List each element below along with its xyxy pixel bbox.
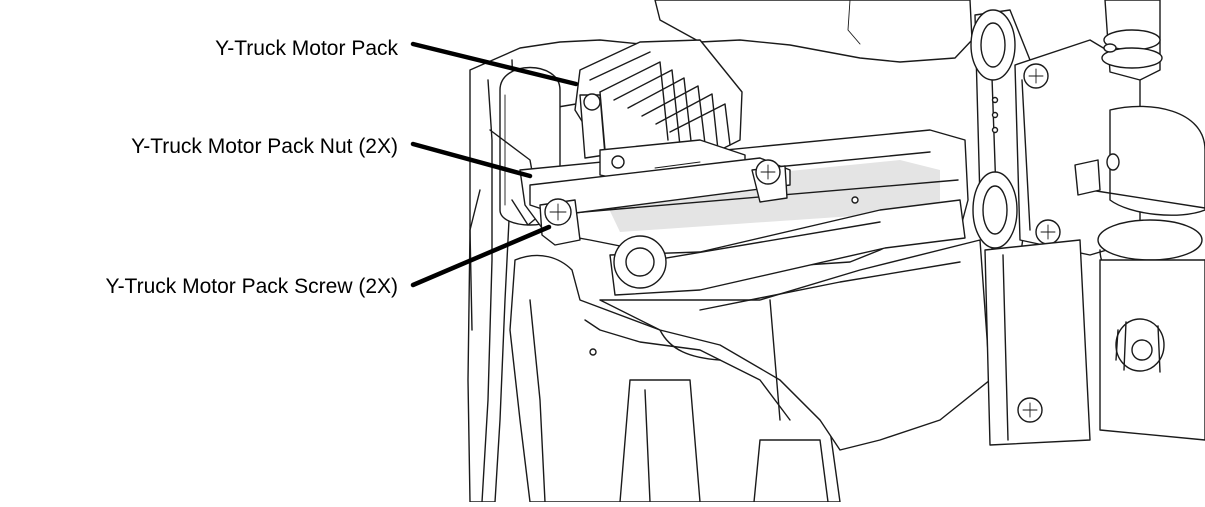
- callout-label-motor-pack: Y-Truck Motor Pack: [215, 37, 398, 60]
- leader-line-motor-pack-nut: [410, 141, 533, 179]
- right-carriage: [970, 0, 1205, 446]
- callout-label-motor-pack-screw: Y-Truck Motor Pack Screw (2X): [105, 275, 398, 298]
- callout-labels: Y-Truck Motor Pack Y-Truck Motor Pack Nu…: [105, 37, 398, 298]
- leader-line-motor-pack: [410, 41, 579, 87]
- callout-label-motor-pack-nut: Y-Truck Motor Pack Nut (2X): [131, 135, 398, 158]
- leader-line-motor-pack-screw: [410, 224, 552, 288]
- motor-pack-bracket: [529, 157, 859, 246]
- callout-leaders: [410, 41, 579, 288]
